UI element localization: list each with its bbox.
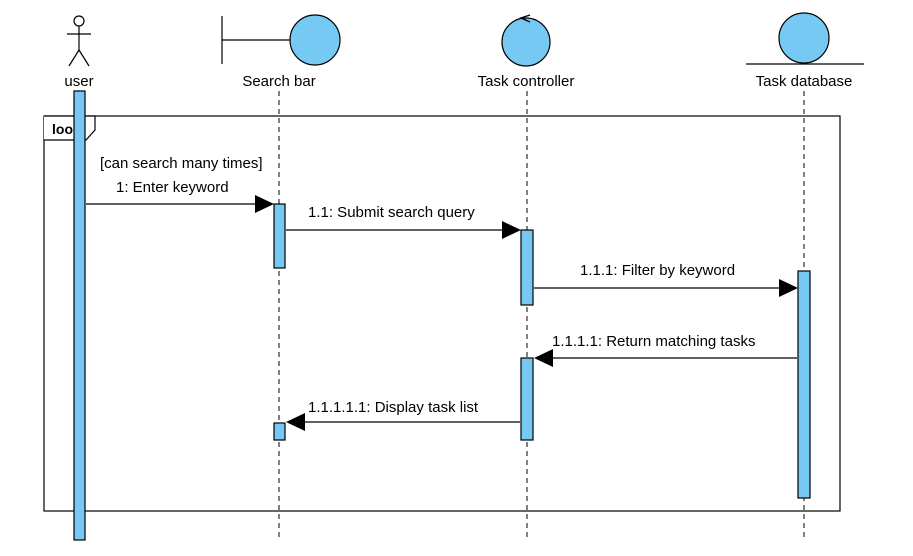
participant-label-task-database: Task database bbox=[756, 73, 853, 90]
loop-guard-label: [can search many times] bbox=[100, 155, 263, 172]
arrowhead-icon bbox=[534, 349, 553, 367]
arrowhead-icon bbox=[255, 195, 274, 213]
message-enter-keyword[interactable]: 1: Enter keyword bbox=[86, 179, 274, 213]
message-label: 1.1.1.1: Return matching tasks bbox=[552, 333, 755, 350]
participant-label-user: user bbox=[64, 73, 93, 90]
participant-label-search-bar: Search bar bbox=[242, 73, 315, 90]
actor-icon bbox=[67, 15, 91, 67]
message-return-matching-tasks[interactable]: 1.1.1.1: Return matching tasks bbox=[534, 333, 797, 367]
message-label: 1.1.1: Filter by keyword bbox=[580, 262, 735, 279]
activation-search-bar-1 bbox=[273, 203, 286, 269]
loop-frame bbox=[43, 115, 841, 512]
message-label: 1.1: Submit search query bbox=[308, 204, 475, 221]
activation-task-controller-1 bbox=[520, 229, 534, 306]
participant-task-controller[interactable]: Task controller bbox=[478, 14, 575, 90]
activation-task-controller-2 bbox=[520, 357, 534, 441]
activation-task-database bbox=[797, 270, 811, 499]
activation-search-bar-2 bbox=[273, 422, 286, 441]
arrowhead-icon bbox=[286, 413, 305, 431]
loop-fragment[interactable]: loop [can search many times] bbox=[43, 115, 841, 512]
arrowhead-icon bbox=[502, 221, 521, 239]
message-submit-search-query[interactable]: 1.1: Submit search query bbox=[286, 204, 521, 239]
participant-search-bar[interactable]: Search bar bbox=[221, 14, 341, 90]
message-display-task-list[interactable]: 1.1.1.1.1: Display task list bbox=[286, 399, 520, 431]
boundary-icon bbox=[221, 14, 341, 66]
participant-task-database[interactable]: Task database bbox=[746, 12, 864, 90]
activation-user bbox=[73, 90, 86, 541]
message-label: 1.1.1.1.1: Display task list bbox=[308, 399, 479, 416]
participant-label-task-controller: Task controller bbox=[478, 73, 575, 90]
entity-icon bbox=[746, 12, 864, 65]
participant-user[interactable]: user bbox=[64, 15, 94, 90]
control-icon bbox=[501, 14, 551, 67]
message-label: 1: Enter keyword bbox=[116, 179, 229, 196]
arrowhead-icon bbox=[779, 279, 798, 297]
message-filter-by-keyword[interactable]: 1.1.1: Filter by keyword bbox=[534, 262, 798, 297]
